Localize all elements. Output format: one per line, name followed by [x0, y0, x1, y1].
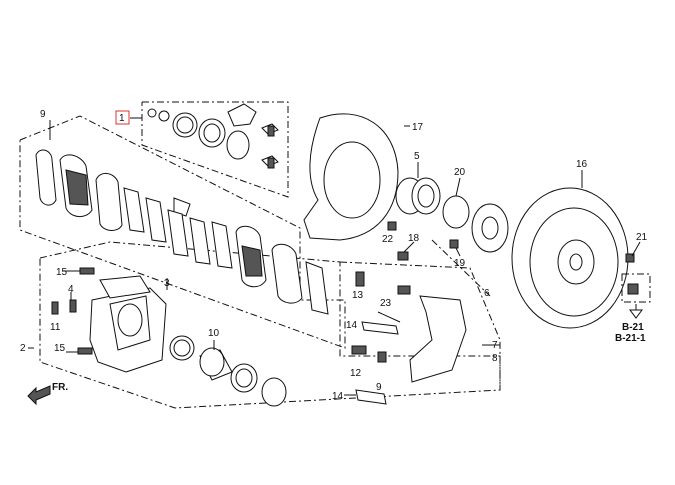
front-label: FR.: [52, 382, 68, 393]
frame-bracket: [339, 261, 501, 390]
ref-b21-1[interactable]: B-21-1: [615, 333, 646, 344]
callout-23[interactable]: 23: [380, 298, 392, 309]
callout-1[interactable]: 1: [119, 113, 125, 124]
ref-b21[interactable]: B-21: [622, 322, 644, 333]
caliper-bracket: [409, 295, 467, 383]
callout-5[interactable]: 5: [414, 151, 420, 162]
frame-caliper: [39, 241, 501, 409]
callout-11[interactable]: 11: [50, 322, 61, 333]
callout-17[interactable]: 17: [412, 122, 424, 133]
ref-arrow-icon: [629, 309, 643, 319]
callout-8[interactable]: 8: [492, 353, 498, 364]
callout-7[interactable]: 7: [492, 340, 498, 351]
frame-pad-kit: [141, 101, 289, 198]
callout-16[interactable]: 16: [576, 159, 588, 170]
frame-hub-divider: [431, 239, 491, 297]
callout-9[interactable]: 9: [40, 109, 46, 120]
callout-9b[interactable]: 9: [376, 382, 382, 393]
callout-4[interactable]: 4: [68, 284, 74, 295]
callout-14b[interactable]: 14: [332, 391, 344, 402]
callout-21[interactable]: 21: [636, 232, 648, 243]
callout-6[interactable]: 6: [484, 288, 490, 299]
callout-12[interactable]: 12: [350, 368, 362, 379]
callout-13[interactable]: 13: [352, 290, 364, 301]
callout-22[interactable]: 22: [382, 234, 394, 245]
callout-2[interactable]: 2: [20, 343, 26, 354]
callout-19[interactable]: 19: [454, 258, 466, 269]
callout-15b[interactable]: 15: [54, 343, 66, 354]
callout-18[interactable]: 18: [408, 233, 420, 244]
callout-14a[interactable]: 14: [346, 320, 358, 331]
callout-15a[interactable]: 15: [56, 267, 68, 278]
callout-3[interactable]: 3: [164, 278, 170, 289]
highlight-box: [115, 110, 130, 125]
callout-20[interactable]: 20: [454, 167, 466, 178]
callout-10[interactable]: 10: [208, 328, 220, 339]
front-direction-arrow-icon: [27, 385, 51, 406]
